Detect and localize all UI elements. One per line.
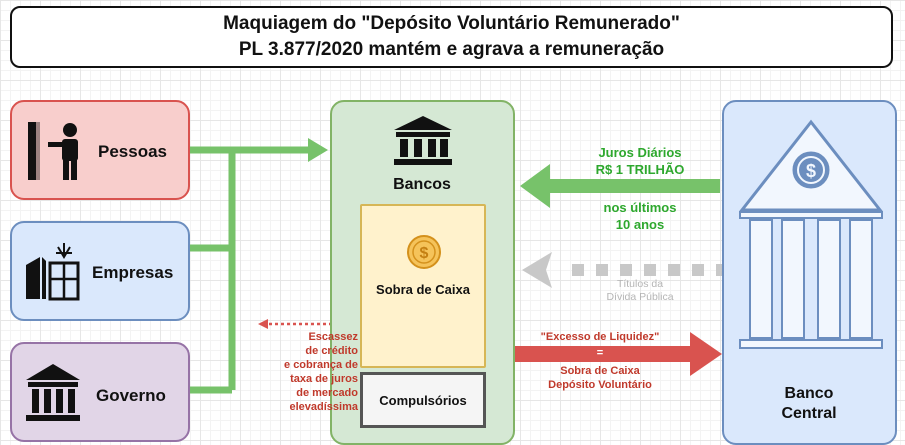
excesso-line-1: "Excesso de Liquidez" <box>540 331 660 343</box>
pessoas-label: Pessoas <box>98 142 167 161</box>
diagram-title: Maquiagem do "Depósito Voluntário Remune… <box>10 6 893 68</box>
governo-box: Governo <box>10 342 190 442</box>
banco-central-line-1: Banco <box>784 385 834 402</box>
juros-bottom-text: nos últimos 10 anos <box>560 199 720 233</box>
juros-line-2: R$ 1 TRILHÃO <box>595 162 685 177</box>
escassez-arrowhead <box>258 319 268 329</box>
entities-to-bancos-arrow <box>188 146 310 394</box>
juros-top-text: Juros Diários R$ 1 TRILHÃO <box>560 144 720 178</box>
sobra-de-caixa-box: $ Sobra de Caixa <box>360 204 486 368</box>
bancos-label: Bancos <box>393 176 451 193</box>
juros-line-4: 10 anos <box>615 217 665 232</box>
building-icon <box>26 243 80 301</box>
excesso-arrowhead <box>690 332 722 376</box>
escassez-line-2: de crédito <box>305 345 358 357</box>
titulos-arrowhead <box>522 252 552 288</box>
governo-label: Governo <box>96 386 166 405</box>
titulos-line-2: Dívida Pública <box>606 291 674 303</box>
excesso-line-3: Sobra de Caixa <box>560 365 640 377</box>
banco-central-label: Banco Central <box>724 384 894 424</box>
excesso-top-text: "Excesso de Liquidez" <box>500 330 700 344</box>
empresas-label: Empresas <box>92 263 174 282</box>
banco-central-line-2: Central <box>781 405 837 422</box>
title-line-1: Maquiagem do "Depósito Voluntário Remune… <box>223 13 680 34</box>
escassez-text: Escassez de crédito e cobrança de taxa d… <box>254 330 358 414</box>
coin-icon: $ <box>407 235 441 269</box>
escassez-line-5: de mercado <box>296 387 358 399</box>
bank-icon <box>394 116 452 165</box>
titulos-line-1: Títulos da <box>616 278 664 290</box>
banco-central-box: $ Banco Central <box>722 100 897 445</box>
juros-arrowhead <box>520 164 550 208</box>
pessoas-box: Pessoas <box>10 100 190 200</box>
central-bank-icon: $ <box>738 119 884 349</box>
government-building-icon <box>26 364 80 421</box>
svg-text:$: $ <box>806 161 816 181</box>
excesso-bottom-text: Sobra de Caixa Depósito Voluntário <box>500 364 700 392</box>
excesso-arrow-shaft <box>486 346 692 362</box>
escassez-line-3: e cobrança de <box>284 359 358 371</box>
excesso-line-4: Depósito Voluntário <box>548 379 652 391</box>
svg-text:$: $ <box>420 245 429 262</box>
titulos-text: Títulos da Dívida Pública <box>580 278 700 304</box>
juros-arrow-shaft <box>548 179 720 193</box>
juros-line-3: nos últimos <box>603 200 677 215</box>
juros-line-1: Juros Diários <box>598 145 682 160</box>
excesso-equals: = <box>596 347 604 359</box>
compulsorios-label: Compulsórios <box>379 392 467 408</box>
sobra-label: Sobra de Caixa <box>376 282 470 297</box>
titulos-arrow <box>572 264 728 276</box>
title-line-2: PL 3.877/2020 mantém e agrava a remunera… <box>238 39 665 60</box>
escassez-line-6: elevadíssima <box>289 401 359 413</box>
entities-arrowhead <box>308 138 328 162</box>
empresas-box: Empresas <box>10 221 190 321</box>
escassez-line-4: taxa de juros <box>290 373 358 385</box>
escassez-line-1: Escassez <box>308 331 358 343</box>
person-door-icon <box>28 122 78 180</box>
compulsorios-box: Compulsórios <box>360 372 486 428</box>
